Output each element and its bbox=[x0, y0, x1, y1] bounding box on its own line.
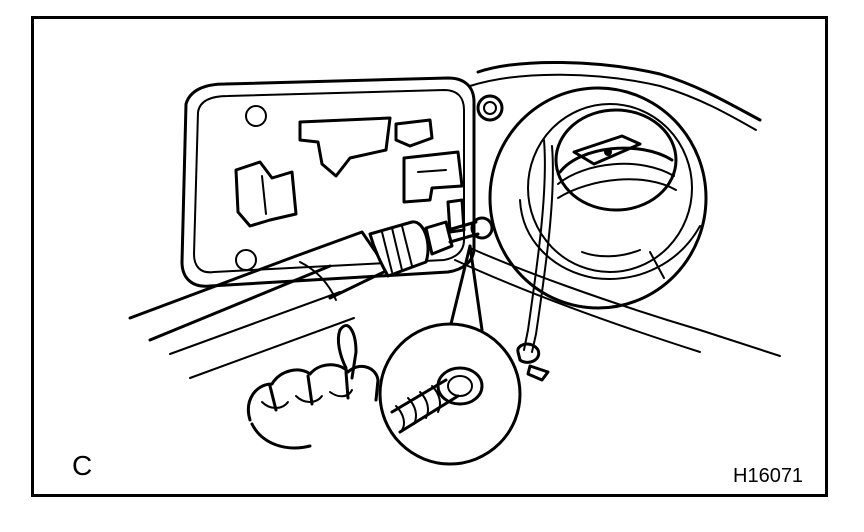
fuel-filler-lid-icon bbox=[180, 76, 476, 288]
body-panel-icon bbox=[454, 61, 781, 357]
screw-detail-inset-icon bbox=[378, 322, 522, 466]
screwdriver-icon bbox=[128, 216, 494, 379]
cap-tether-icon bbox=[516, 139, 554, 382]
view-label: C bbox=[72, 450, 93, 481]
hand-icon bbox=[247, 324, 380, 450]
fuel-tank-cap-icon bbox=[488, 86, 708, 310]
inset-leader-icon bbox=[448, 244, 484, 332]
figure-id: H16071 bbox=[733, 465, 804, 487]
